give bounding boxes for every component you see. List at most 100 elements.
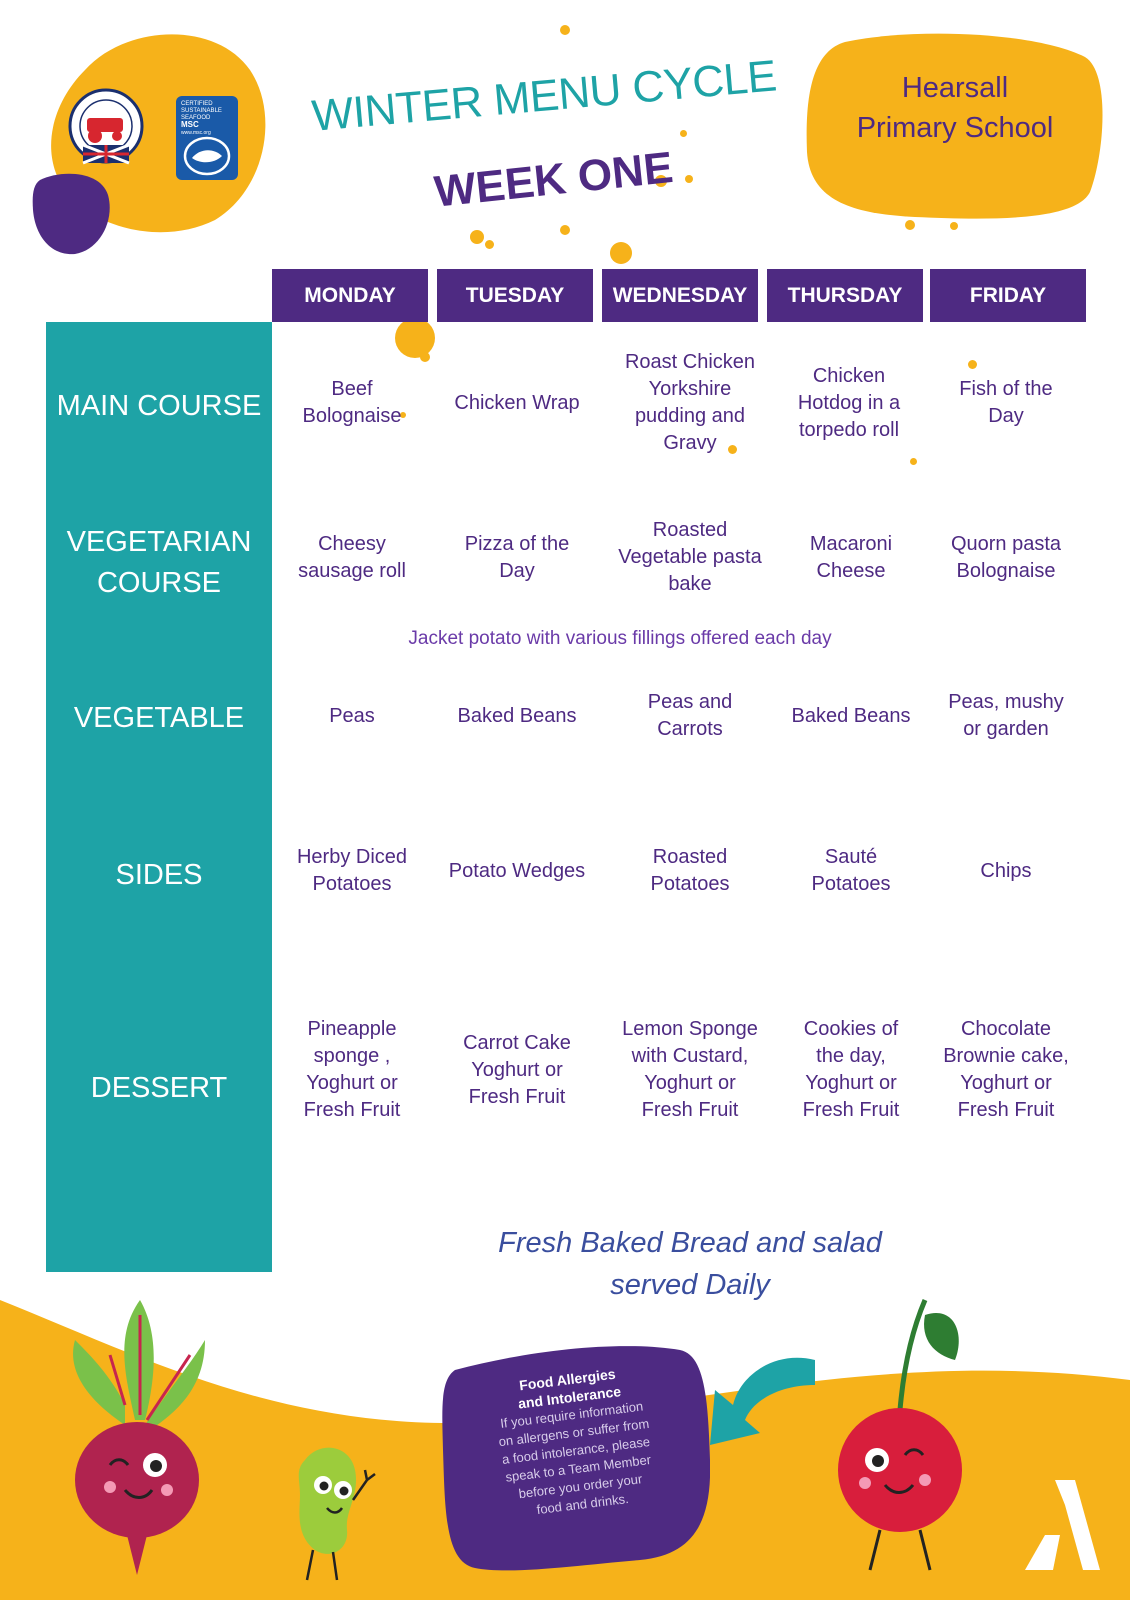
row-label-text: COURSE: [96, 567, 222, 599]
cell-line: Yorkshire: [648, 378, 732, 400]
row-label-sides: SIDES: [46, 855, 272, 896]
cell-line: Carrot Cake: [463, 1032, 571, 1054]
cell-line: sausage roll: [298, 560, 406, 582]
row-label-text: SIDES: [115, 859, 203, 891]
school-name-line: Primary School: [856, 112, 1054, 144]
menu-cell-dessert-wednesday: Lemon Sponge with Custard, Yoghurt or Fr…: [608, 1016, 772, 1124]
cell-line: Chicken: [812, 365, 886, 387]
day-header-friday: FRIDAY: [930, 269, 1086, 322]
allergy-info-card: [442, 1346, 710, 1571]
menu-cell-dessert-monday: Pineapple sponge , Yoghurt or Fresh Frui…: [274, 1016, 430, 1124]
cell-line: Quorn pasta: [950, 533, 1062, 555]
cell-line: Day: [988, 405, 1024, 427]
cell-line: sponge ,: [313, 1045, 391, 1067]
cell-line: Cheesy: [318, 533, 386, 555]
cell-line: Yoghurt or: [960, 1072, 1052, 1094]
bread-note-line: Fresh Baked Bread and salad: [498, 1227, 882, 1259]
header-purple-blob: [32, 173, 110, 255]
brand-a-logo: [1025, 1480, 1100, 1570]
menu-cell-main-friday: Fish of the Day: [928, 376, 1084, 430]
row-label-text: VEGETABLE: [73, 702, 245, 734]
cell-line: Gravy: [663, 432, 717, 454]
cell-line: Brownie cake,: [943, 1045, 1069, 1067]
cell-line: Beef: [331, 378, 373, 400]
svg-text:SUSTAINABLE: SUSTAINABLE: [181, 108, 222, 114]
week-title: WEEK ONE: [432, 142, 676, 217]
cell-line: Hotdog in a: [797, 392, 901, 414]
cell-line: Fresh Fruit: [303, 1099, 401, 1121]
menu-cell-sides-monday: Herby Diced Potatoes: [274, 844, 430, 898]
cell-line: Chocolate: [960, 1018, 1052, 1040]
cell-line: Peas: [329, 705, 375, 727]
cell-line: Roasted: [652, 846, 728, 868]
cell-line: Potato Wedges: [448, 860, 586, 882]
cell-line: Roasted: [652, 519, 728, 541]
cell-line: Fresh Fruit: [468, 1086, 566, 1108]
row-label-dessert: DESSERT: [46, 1068, 272, 1109]
cell-line: Cookies of: [803, 1018, 899, 1040]
cell-line: Peas and: [647, 691, 733, 713]
menu-cell-vegetable-friday: Peas, mushy or garden: [928, 689, 1084, 743]
bread-note-line: served Daily: [610, 1269, 770, 1301]
cell-line: Sauté: [824, 846, 878, 868]
menu-cell-sides-friday: Chips: [928, 858, 1084, 885]
cell-line: Baked Beans: [457, 705, 577, 727]
cell-line: Lemon Sponge: [622, 1018, 758, 1040]
cell-line: Vegetable pasta: [618, 546, 762, 568]
row-label-vegetable: VEGETABLE: [46, 698, 272, 739]
menu-cell-main-wednesday: Roast Chicken Yorkshire pudding and Grav…: [610, 349, 770, 457]
cell-line: Pineapple: [307, 1018, 397, 1040]
menu-cell-dessert-tuesday: Carrot Cake Yoghurt or Fresh Fruit: [439, 1030, 595, 1111]
cell-line: Fresh Fruit: [641, 1099, 739, 1121]
menu-cell-sides-thursday: Sauté Potatoes: [773, 844, 929, 898]
row-label-vegetarian-course: VEGETARIAN COURSE: [46, 522, 272, 604]
day-header-tuesday: TUESDAY: [437, 269, 593, 322]
allergy-info-text: Food Allergies and Intolerance If you re…: [447, 1356, 703, 1528]
menu-cell-dessert-friday: Chocolate Brownie cake, Yoghurt or Fresh…: [922, 1016, 1090, 1124]
day-header-wednesday: WEDNESDAY: [602, 269, 758, 322]
cherry-character-illustration: [838, 1299, 962, 1571]
menu-cell-dessert-thursday: Cookies of the day, Yoghurt or Fresh Fru…: [773, 1016, 929, 1124]
menu-cell-sides-wednesday: Roasted Potatoes: [610, 844, 770, 898]
menu-cell-vegetarian-friday: Quorn pasta Bolognaise: [928, 531, 1084, 585]
cell-line: Potatoes: [811, 873, 891, 895]
cell-line: or garden: [963, 718, 1049, 740]
teal-arrow-graphic: [710, 1357, 815, 1445]
svg-text:SEAFOOD: SEAFOOD: [181, 115, 211, 121]
cell-line: Peas, mushy: [948, 691, 1064, 713]
course-sidebar: [46, 322, 272, 1272]
cell-line: Fish of the: [959, 378, 1053, 400]
school-name-line: Hearsall: [901, 72, 1009, 104]
svg-text:CERTIFIED: CERTIFIED: [181, 101, 213, 107]
svg-text:MSC: MSC: [181, 120, 199, 129]
cell-line: Potatoes: [312, 873, 392, 895]
day-header-thursday: THURSDAY: [767, 269, 923, 322]
cell-line: Potatoes: [650, 873, 730, 895]
cell-line: Carrots: [657, 718, 723, 740]
menu-cell-main-monday: Beef Bolognaise: [274, 376, 430, 430]
cell-line: Fresh Fruit: [802, 1099, 900, 1121]
menu-cycle-title: WINTER MENU CYCLE: [310, 51, 779, 141]
cell-line: Macaroni: [809, 533, 893, 555]
menu-cell-main-thursday: Chicken Hotdog in a torpedo roll: [771, 363, 927, 444]
cell-line: Day: [499, 560, 535, 582]
menu-cell-vegetable-monday: Peas: [274, 703, 430, 730]
row-label-text: MAIN COURSE: [56, 390, 262, 422]
menu-cell-vegetarian-wednesday: Roasted Vegetable pasta bake: [605, 517, 775, 598]
header-yellow-blob: [51, 34, 266, 233]
cell-line: Herby Diced: [296, 846, 408, 868]
menu-cell-vegetable-thursday: Baked Beans: [773, 703, 929, 730]
assured-food-standards-logo: [68, 88, 144, 165]
school-name-box: [806, 33, 1103, 219]
bread-salad-note: Fresh Baked Bread and salad served Daily: [470, 1222, 910, 1306]
cell-line: Fresh Fruit: [957, 1099, 1055, 1121]
cell-line: Yoghurt or: [805, 1072, 897, 1094]
cell-line: Bolognaise: [956, 560, 1056, 582]
jacket-potato-note: Jacket potato with various fillings offe…: [408, 628, 832, 649]
menu-cell-sides-tuesday: Potato Wedges: [432, 858, 602, 885]
day-header-monday: MONDAY: [272, 269, 428, 322]
cell-line: Chicken Wrap: [454, 392, 580, 414]
cell-line: Yoghurt or: [306, 1072, 398, 1094]
cell-line: Baked Beans: [791, 705, 911, 727]
msc-certified-seafood-logo: CERTIFIED SUSTAINABLE SEAFOOD MSC www.ms…: [176, 96, 238, 180]
